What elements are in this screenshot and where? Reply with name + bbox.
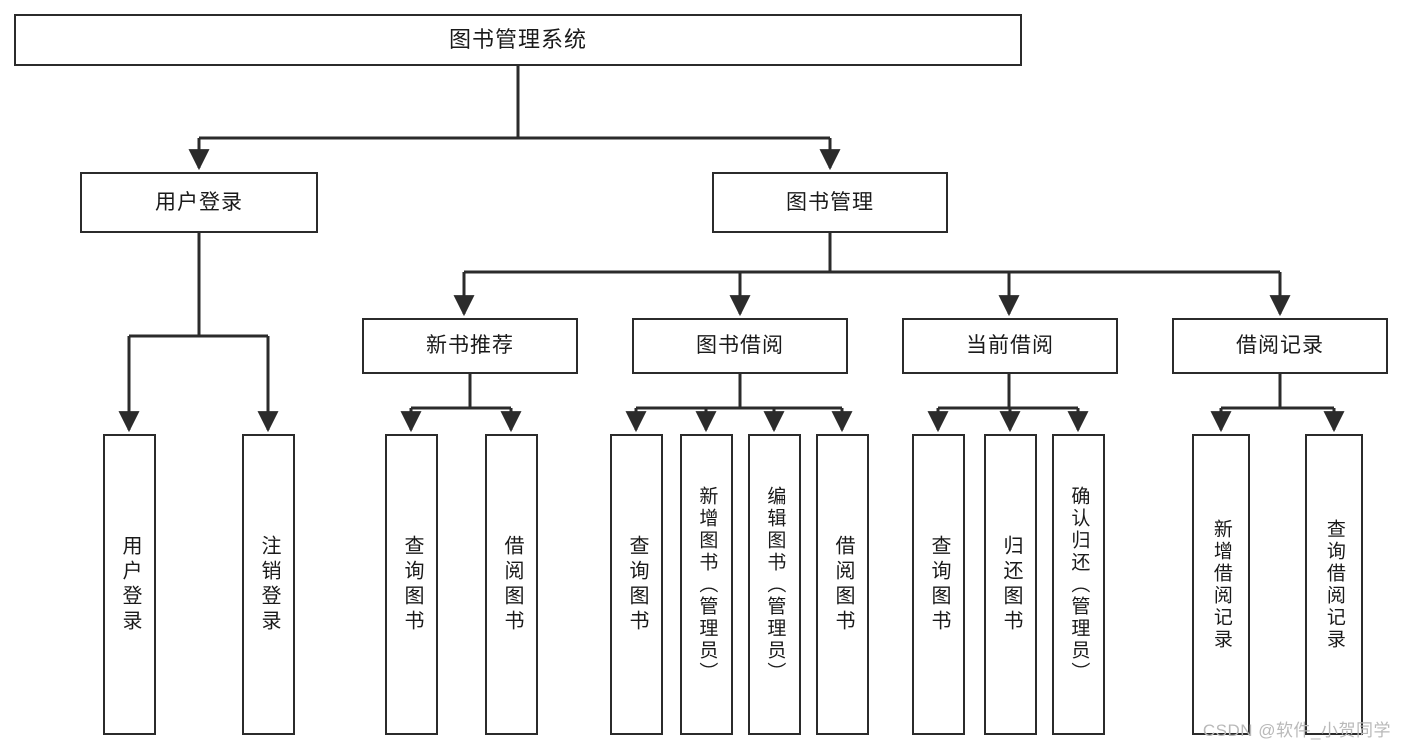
node-leaf-query-book-1[interactable]: 查询图书 xyxy=(385,434,438,735)
node-leaf-query-book-2[interactable]: 查询图书 xyxy=(610,434,663,735)
node-leaf-borrow-book-1[interactable]: 借阅图书 xyxy=(485,434,538,735)
node-leaf-query-borrow-record[interactable]: 查询借阅记录 xyxy=(1305,434,1363,735)
node-book-borrow[interactable]: 图书借阅 xyxy=(632,318,848,374)
node-leaf-add-book[interactable]: 新增图书（管理员） xyxy=(680,434,733,735)
node-leaf-borrow-book-2[interactable]: 借阅图书 xyxy=(816,434,869,735)
node-new-book-recommend[interactable]: 新书推荐 xyxy=(362,318,578,374)
node-user-login[interactable]: 用户登录 xyxy=(80,172,318,233)
node-leaf-return-book[interactable]: 归还图书 xyxy=(984,434,1037,735)
node-book-management[interactable]: 图书管理 xyxy=(712,172,948,233)
node-root[interactable]: 图书管理系统 xyxy=(14,14,1022,66)
watermark-text: CSDN @软件_小贺同学 xyxy=(1202,721,1391,740)
node-leaf-edit-book[interactable]: 编辑图书（管理员） xyxy=(748,434,801,735)
node-leaf-add-borrow-record[interactable]: 新增借阅记录 xyxy=(1192,434,1250,735)
node-current-borrow[interactable]: 当前借阅 xyxy=(902,318,1118,374)
node-borrow-record[interactable]: 借阅记录 xyxy=(1172,318,1388,374)
node-leaf-confirm-return[interactable]: 确认归还（管理员） xyxy=(1052,434,1105,735)
node-leaf-logout-login[interactable]: 注销登录 xyxy=(242,434,295,735)
node-leaf-user-login[interactable]: 用户登录 xyxy=(103,434,156,735)
node-leaf-query-book-3[interactable]: 查询图书 xyxy=(912,434,965,735)
